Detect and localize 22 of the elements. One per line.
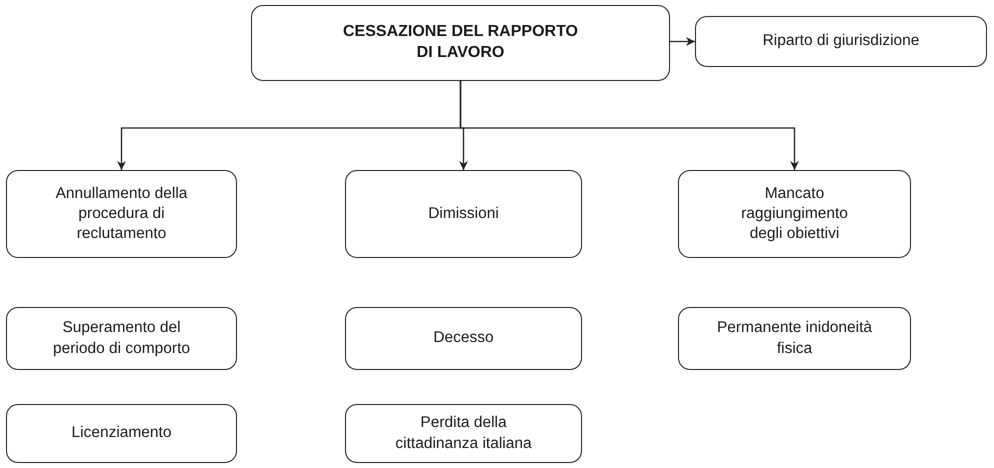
arrow [460, 81, 799, 170]
process-box [695, 16, 987, 67]
process-box [345, 307, 582, 370]
box-label: Riparto di giurisdizione [762, 31, 920, 52]
process-box [6, 170, 237, 258]
box-label: Decesso [433, 328, 494, 348]
process-box [678, 170, 911, 258]
box-label: Mancato raggiungimento degli obiettivi [740, 184, 849, 244]
process-box [6, 404, 237, 463]
box-label: Dimissioni [428, 204, 499, 224]
box-label: Licenziamento [72, 423, 172, 444]
process-box [678, 307, 911, 370]
box-label: Superamento del periodo di comporto [52, 318, 191, 358]
box-label: CESSAZIONE DEL RAPPORTO DI LAVORO [342, 22, 579, 63]
box-label: Permanente inidoneità fisica [716, 318, 874, 358]
process-box [6, 307, 237, 370]
process-box [345, 170, 582, 258]
box-label: Annullamento della procedura di reclutamento [54, 184, 188, 244]
arrow [670, 37, 695, 46]
box-label: Perdita della cittadinanza italiana [394, 413, 533, 454]
process-box [251, 5, 670, 81]
process-box [345, 404, 582, 463]
